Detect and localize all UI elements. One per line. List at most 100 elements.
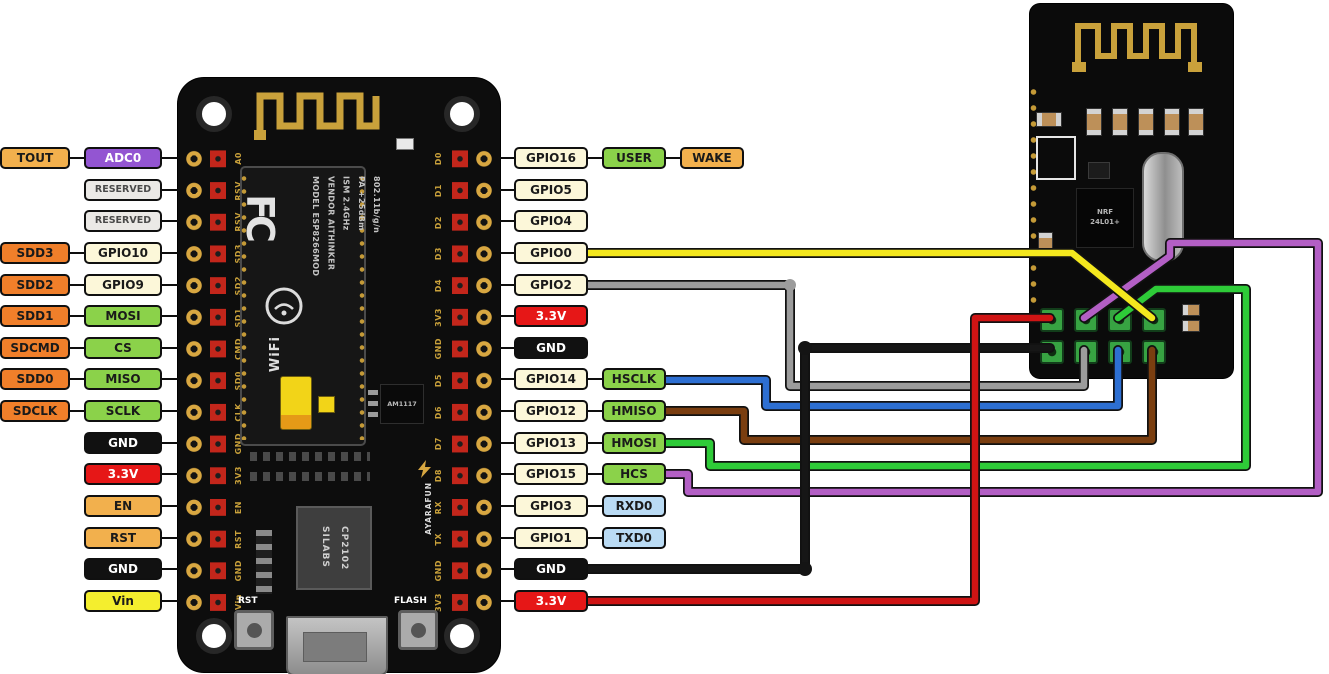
connector-line bbox=[162, 441, 178, 444]
silk-label: EN bbox=[233, 500, 243, 514]
connector-line bbox=[162, 220, 178, 223]
pin-pads bbox=[210, 143, 226, 619]
pin-holes bbox=[184, 143, 204, 619]
connector-line bbox=[70, 157, 84, 159]
pin-label: TXD0 bbox=[602, 526, 666, 549]
connector-line bbox=[162, 346, 178, 349]
right-pin-header bbox=[452, 143, 494, 619]
connector-line bbox=[666, 157, 680, 159]
connector-line bbox=[498, 378, 514, 381]
pin-label: RESERVED bbox=[84, 210, 162, 233]
nrf-pin bbox=[1108, 340, 1132, 364]
test-pads bbox=[250, 472, 370, 481]
function-label-group: USER bbox=[588, 147, 666, 169]
function-label-group: HMISO bbox=[588, 400, 666, 423]
pin-row: RESERVED bbox=[0, 210, 178, 233]
connector-line bbox=[70, 346, 84, 349]
function-label-group: RXD0 bbox=[588, 495, 666, 518]
silk-label: 3V3 bbox=[233, 466, 243, 486]
smd-transistor bbox=[1088, 162, 1110, 179]
silk-label: GND bbox=[433, 560, 443, 582]
pin-label: ADC0 bbox=[84, 147, 162, 169]
pin-label: SCLK bbox=[84, 400, 162, 423]
fcc-logo: FC bbox=[237, 194, 282, 238]
nrf-pcb-antenna bbox=[1072, 23, 1202, 72]
smd-resistor bbox=[1038, 232, 1053, 256]
smd-component bbox=[1182, 304, 1200, 316]
pin-label: GPIO4 bbox=[514, 210, 588, 233]
connector-line bbox=[498, 410, 514, 413]
pin-label: GPIO16 bbox=[514, 147, 588, 169]
pin-label: 3.3V bbox=[514, 305, 588, 328]
pin-row: SDCMD CS bbox=[0, 336, 178, 359]
pin-row: GPIO2 bbox=[498, 273, 828, 296]
connector-line bbox=[588, 441, 602, 444]
pin-row: 3.3V bbox=[498, 305, 828, 328]
function-label-group: WAKE bbox=[666, 147, 744, 169]
connector-line bbox=[162, 251, 178, 254]
connector-line bbox=[498, 220, 514, 223]
connector-line bbox=[162, 505, 178, 508]
connector-line bbox=[498, 188, 514, 191]
silkscreen-outline bbox=[1036, 136, 1076, 180]
flash-button-label: FLASH bbox=[394, 596, 427, 606]
connector-line bbox=[162, 536, 178, 539]
silk-label: 3V3 bbox=[433, 307, 443, 327]
connector-line bbox=[498, 599, 514, 602]
connector-line bbox=[498, 283, 514, 286]
pin-row: SDD2 GPIO9 bbox=[0, 273, 178, 296]
pin-row: RST bbox=[0, 526, 178, 549]
nrf-pin bbox=[1040, 340, 1064, 364]
pin-row: TOUT ADC0 bbox=[0, 147, 178, 169]
connector-line bbox=[498, 315, 514, 318]
left-pin-header bbox=[184, 143, 226, 619]
pin-row: GPIO13 HMOSI bbox=[498, 431, 828, 454]
button-nub bbox=[410, 622, 426, 638]
module-castellations bbox=[1030, 84, 1037, 304]
pin-label: GPIO10 bbox=[84, 241, 162, 264]
pin-row: GND bbox=[498, 336, 828, 359]
silk-label: GND bbox=[233, 560, 243, 582]
pin-label: HMISO bbox=[602, 400, 666, 423]
button-nub bbox=[246, 622, 262, 638]
wifi-logo-icon bbox=[265, 287, 303, 325]
flash-button bbox=[398, 610, 438, 650]
connector-line bbox=[70, 410, 84, 413]
mounting-hole bbox=[444, 618, 480, 654]
pin-label: TOUT bbox=[0, 147, 70, 169]
connector-line bbox=[70, 283, 84, 286]
pin-label: HCS bbox=[602, 463, 666, 486]
pin-row: 3.3V bbox=[0, 463, 178, 486]
pin-label: GPIO0 bbox=[514, 241, 588, 264]
outer-label-group: SDD2 bbox=[0, 273, 84, 296]
pin-label: GPIO3 bbox=[514, 495, 588, 518]
connector-line bbox=[498, 157, 514, 159]
pin-label: WAKE bbox=[680, 147, 744, 169]
pin-row: GPIO3 RXD0 bbox=[498, 495, 828, 518]
silk-label: D0 bbox=[433, 152, 443, 166]
silk-label: D6 bbox=[433, 405, 443, 419]
smd-resistor bbox=[1036, 112, 1062, 127]
pin-label: MISO bbox=[84, 368, 162, 391]
silk-label: GND bbox=[433, 338, 443, 360]
lightning-icon bbox=[418, 460, 431, 478]
chip-label-line: SILABS bbox=[320, 525, 330, 568]
pin-label: HMOSI bbox=[602, 431, 666, 454]
pin-label: HSCLK bbox=[602, 368, 666, 391]
connector-line bbox=[498, 473, 514, 476]
connector-line bbox=[162, 568, 178, 571]
connector-line bbox=[162, 157, 178, 159]
pin-label: 3.3V bbox=[514, 589, 588, 612]
outer-label-group: SDD3 bbox=[0, 241, 84, 264]
connector-line bbox=[588, 473, 602, 476]
pin-row: GPIO4 bbox=[498, 210, 828, 233]
pin-label: GPIO13 bbox=[514, 431, 588, 454]
smd-resistor bbox=[1188, 108, 1204, 136]
connector-line bbox=[162, 599, 178, 602]
pin-row: SDCLK SCLK bbox=[0, 400, 178, 423]
connector-line bbox=[498, 251, 514, 254]
esp-pcb-antenna bbox=[254, 92, 380, 140]
